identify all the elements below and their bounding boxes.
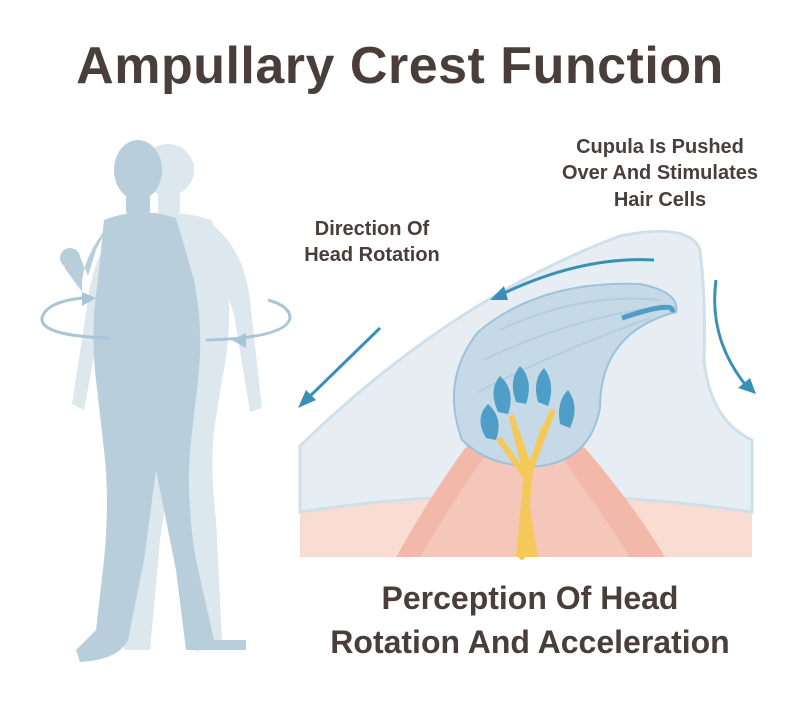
nerve-fiber: [497, 409, 555, 560]
cupula-label-line3: Hair Cells: [613, 188, 707, 211]
cupula-label-line2: Over And Stimulates: [562, 162, 758, 185]
page-title: Ampullary Crest Function: [76, 37, 724, 95]
body-silhouette: [60, 140, 246, 662]
flow-arrowheads: [298, 286, 756, 408]
direction-label-line1: Direction Of: [314, 218, 430, 240]
flow-arrows: [302, 258, 750, 404]
ampulla-cross-section: [298, 229, 754, 560]
caption-line2: Rotation And Acceleration: [330, 624, 730, 661]
rotation-arrowheads: [82, 292, 246, 348]
direction-label: Direction Of Head Rotation: [282, 216, 462, 269]
cupula-label: Cupula Is Pushed Over And Stimulates Hai…: [540, 134, 780, 213]
hair-cells: [480, 366, 575, 440]
direction-label-line2: Head Rotation: [304, 244, 440, 267]
caption: Perception Of Head Rotation And Accelera…: [300, 576, 760, 664]
cupula-label-line1: Cupula Is Pushed: [576, 136, 744, 158]
caption-line1: Perception Of Head: [381, 580, 679, 616]
